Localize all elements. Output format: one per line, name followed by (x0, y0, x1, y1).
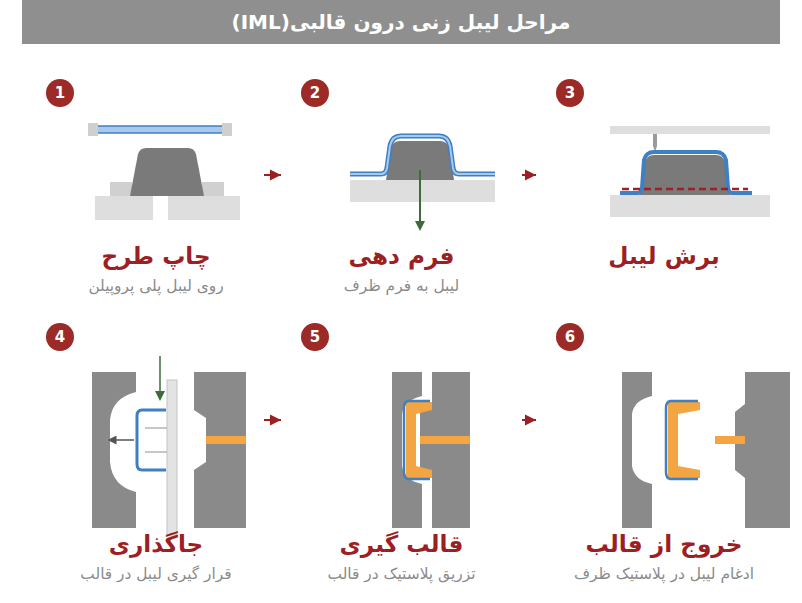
step-arrow (522, 419, 536, 421)
step-heading: خروج از قالب (538, 528, 790, 560)
mold-base (95, 196, 153, 220)
callout-number-text: 1 (46, 79, 74, 107)
cutting-step-figure (610, 126, 770, 217)
label-film (95, 126, 225, 133)
mold-base (610, 195, 770, 217)
cutter-blade (653, 134, 657, 152)
step-arrow (264, 174, 281, 176)
callout-number: 3 (556, 79, 584, 107)
label-cup (137, 410, 166, 470)
title-bar (22, 0, 780, 44)
mold-cavity-half (622, 372, 652, 528)
callout-number-text: 2 (301, 79, 329, 107)
formed-label-inner (350, 136, 495, 174)
print-step-figure (88, 123, 240, 220)
sprue (420, 436, 470, 444)
cutter-plate (610, 126, 770, 134)
step-heading: جاگذاری (50, 528, 262, 560)
callout-number-text: 6 (556, 323, 584, 351)
finished-container (668, 402, 700, 478)
callout-number-text: 3 (556, 79, 584, 107)
cut-line (622, 188, 748, 191)
mold-core-half (735, 372, 790, 528)
step-heading: قالب گیری (283, 528, 520, 560)
robot-plate (167, 380, 177, 535)
mold-shoulder (202, 182, 224, 196)
step-heading: فرم دهی (283, 240, 520, 272)
vacuum-pin (145, 451, 167, 453)
diagram-title: مراحل لیبل زنی درون قالبی(IML) (22, 0, 780, 44)
callout-number: 2 (301, 79, 329, 107)
step-heading: برش لیبل (538, 240, 790, 272)
label-cup (666, 401, 698, 479)
vacuum-pin (145, 427, 167, 429)
step-description: روی لیبل پلی پروپیلن (50, 274, 262, 298)
film-clamp (222, 123, 232, 136)
injection-step-figure (392, 372, 470, 528)
step-arrow (264, 419, 281, 421)
film-clamp (88, 123, 98, 136)
mold-cavity-half (92, 372, 136, 528)
mold-base (350, 180, 495, 202)
step-description: ادغام لیبل در پلاستیک ظرف (538, 562, 790, 586)
sprue (206, 436, 246, 444)
step-description: لیبل به فرم ظرف (283, 274, 520, 298)
process-step: خروج از قالبادغام لیبل در پلاستیک ظرف 6 (538, 320, 790, 596)
step-description: تزریق پلاستیک در قالب (283, 562, 520, 586)
motion-arrow (159, 356, 161, 396)
formed-label (620, 152, 752, 193)
process-step: برش لیبل 3 (538, 78, 790, 306)
mold-base (168, 196, 240, 220)
motion-arrow (419, 170, 421, 226)
step-description: قرار گیری لیبل در قالب (50, 562, 262, 586)
sprue (715, 436, 745, 444)
callout-number-text: 5 (301, 323, 329, 351)
mold-core-half (420, 372, 470, 528)
mold-shoulder (110, 182, 132, 196)
step-heading: چاپ طرح (50, 240, 262, 272)
callout-number-text: 4 (46, 323, 74, 351)
ejection-step-figure (622, 372, 790, 528)
process-step: فرم دهیلیبل به فرم ظرف 2 (283, 78, 520, 306)
step-arrow (522, 174, 536, 176)
mold-core (130, 148, 204, 196)
mold-core-half (194, 372, 246, 528)
motion-arrow (112, 439, 134, 441)
callout-number: 5 (301, 323, 329, 351)
callout-number: 6 (556, 323, 584, 351)
formed-label (350, 136, 495, 174)
process-step: چاپ طرحروی لیبل پلی پروپیلن1 (50, 78, 262, 306)
placing-step-figure (92, 356, 246, 535)
process-step: جاگذاریقرار گیری لیبل در قالب4 (50, 320, 262, 596)
callout-number: 4 (46, 323, 74, 351)
forming-step-figure (350, 136, 495, 226)
callout-number: 1 (46, 79, 74, 107)
process-step: قالب گیریتزریق پلاستیک در قالب 5 (283, 320, 520, 596)
